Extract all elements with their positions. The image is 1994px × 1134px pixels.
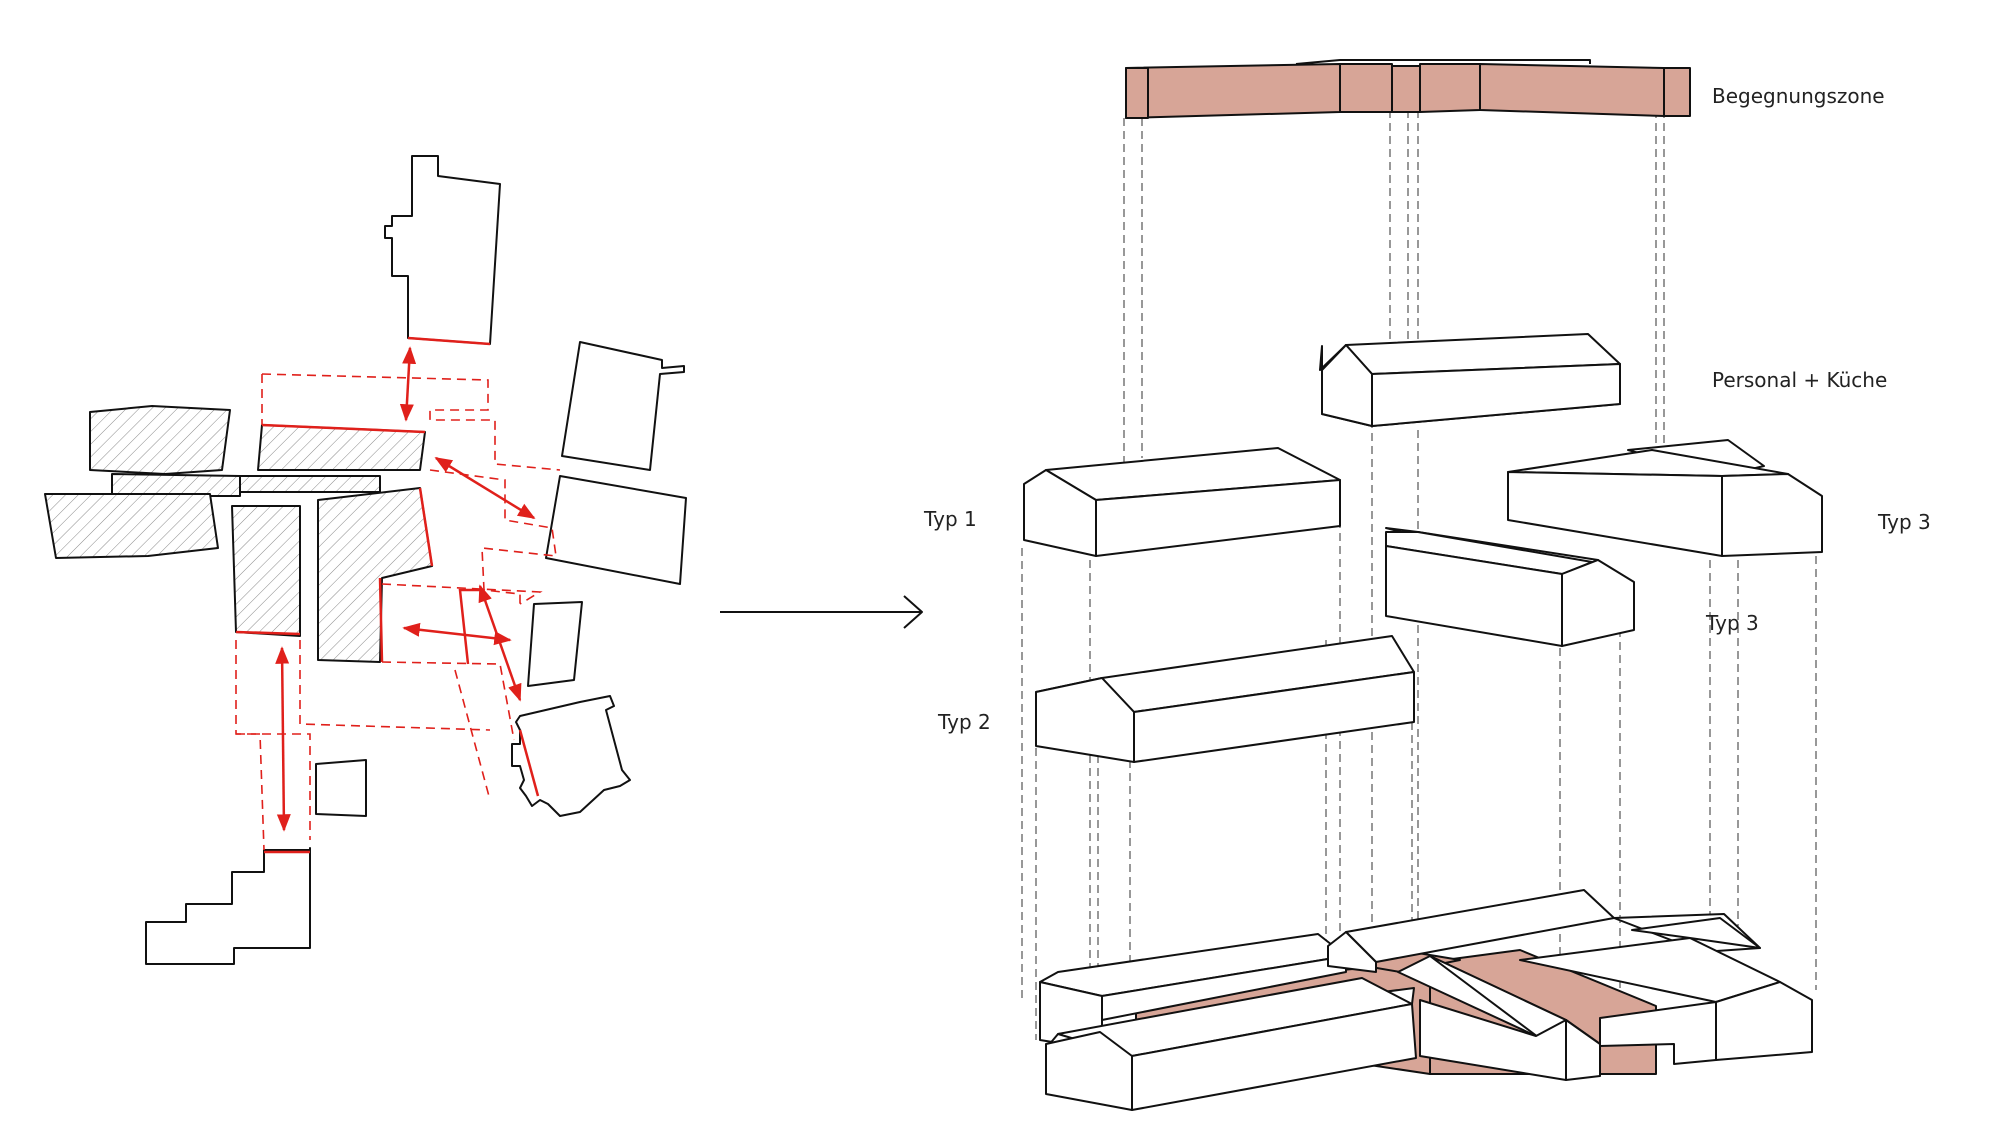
label-typ2: Typ 2 xyxy=(937,710,991,734)
access-edge-north xyxy=(407,336,491,346)
label-typ1: Typ 1 xyxy=(923,507,977,531)
building-east-1 xyxy=(561,341,685,471)
label-typ3-right: Typ 3 xyxy=(1877,510,1931,534)
building-south-stepped-outline xyxy=(145,849,311,965)
block-typ3-right xyxy=(1507,439,1823,557)
begegnungszone-slab xyxy=(1125,59,1691,119)
building-east-2 xyxy=(545,475,687,585)
assembled-ensemble xyxy=(1039,889,1813,1111)
connection-arrows xyxy=(275,346,536,832)
building-north xyxy=(384,155,501,345)
axonometry: Begegnungszone Personal + Küche Typ 1 Ty… xyxy=(923,59,1931,1111)
label-personal-kueche: Personal + Küche xyxy=(1712,368,1887,392)
cluster-red-edges xyxy=(235,423,434,663)
hatched-cluster xyxy=(44,405,433,663)
block-typ2 xyxy=(1035,635,1415,763)
label-begegnungszone: Begegnungszone xyxy=(1712,84,1885,108)
block-typ1 xyxy=(1023,447,1341,557)
block-typ3-mid xyxy=(1385,527,1635,647)
transition-arrow xyxy=(720,595,923,629)
building-east-3 xyxy=(527,601,583,687)
chapel-red-edge xyxy=(518,729,540,797)
building-south-small xyxy=(315,759,367,817)
building-chapel xyxy=(511,695,631,817)
site-plan xyxy=(44,155,687,965)
label-typ3-mid: Typ 3 xyxy=(1705,611,1759,635)
block-personal-kueche xyxy=(1319,333,1621,427)
